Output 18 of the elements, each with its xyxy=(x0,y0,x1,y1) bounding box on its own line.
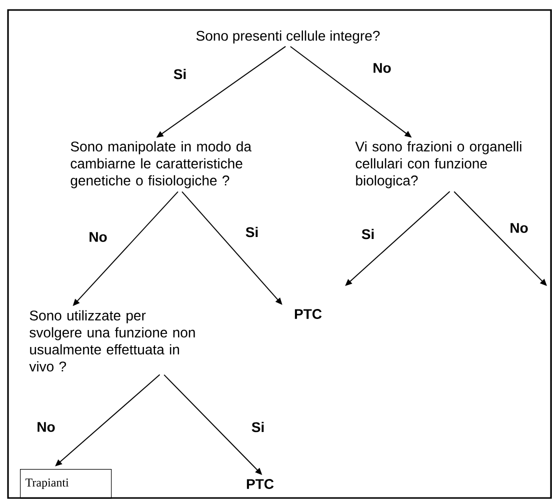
question-text: Sono manipolate in modo da cambiarne le caratteristiche genetiche o fisiologiche ? xyxy=(70,141,252,188)
question-text: Sono utilizzate per svolgere una funzione non usualmente effettuata in vivo ? xyxy=(29,310,195,372)
arrow xyxy=(345,190,450,286)
result-text: PTC xyxy=(246,479,274,489)
edge-label: No xyxy=(36,421,56,433)
arrow xyxy=(55,374,160,466)
question-text: Vi sono frazioni o organelli cellulari con funzione biologica? xyxy=(355,141,522,188)
result-text: PTC xyxy=(294,309,322,319)
edge-label: Si xyxy=(172,68,188,80)
edge-label: No xyxy=(88,231,108,243)
edge-label: Si xyxy=(244,226,260,238)
edge-label: Si xyxy=(250,420,266,434)
result-box: Trapianti xyxy=(20,469,112,499)
edge-label: No xyxy=(508,222,530,234)
edge-label: No xyxy=(372,62,392,74)
arrow xyxy=(454,191,547,286)
edge-label: Si xyxy=(360,228,376,240)
question-text: Sono presenti cellule integre? xyxy=(196,30,380,44)
